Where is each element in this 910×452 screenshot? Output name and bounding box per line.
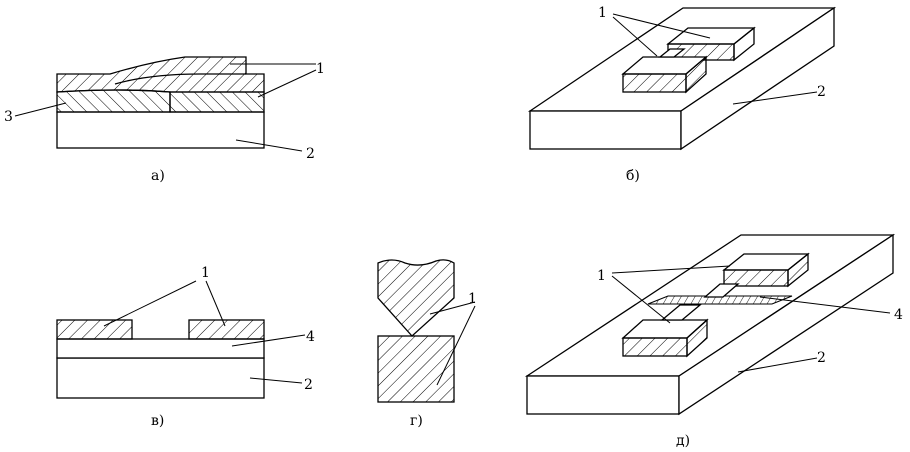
label-2: 2 bbox=[817, 350, 826, 366]
substrate-front bbox=[529, 110, 682, 150]
label-1: 1 bbox=[316, 61, 325, 77]
substrate-front bbox=[526, 375, 680, 415]
label-1: 1 bbox=[597, 268, 606, 284]
panel-a: 1 3 2 а) bbox=[4, 56, 325, 184]
panel-v: 1 4 2 в) bbox=[56, 265, 315, 429]
label-4: 4 bbox=[894, 307, 903, 323]
panel-b: 1 2 б) bbox=[527, 5, 837, 184]
substrate-2 bbox=[56, 111, 265, 149]
film-1-left bbox=[56, 319, 133, 340]
substrate-side bbox=[680, 6, 835, 151]
film-1-top bbox=[56, 56, 265, 93]
layer-4 bbox=[56, 338, 265, 359]
label-1: 1 bbox=[598, 5, 607, 21]
film-1-right bbox=[188, 319, 265, 340]
film-1-right-bottom bbox=[169, 91, 265, 113]
label-1: 1 bbox=[201, 265, 210, 281]
upper-electrode bbox=[377, 259, 455, 337]
label-3: 3 bbox=[4, 109, 13, 125]
lower-electrode bbox=[377, 335, 455, 403]
caption-v: в) bbox=[151, 413, 164, 429]
layer-4 bbox=[647, 295, 793, 305]
label-4: 4 bbox=[306, 329, 315, 345]
label-1: 1 bbox=[468, 291, 477, 307]
caption-g: г) bbox=[410, 413, 423, 429]
panel-d: 1 4 2 д) bbox=[524, 233, 903, 449]
panel-g: 1 г) bbox=[377, 259, 477, 429]
substrate-2 bbox=[56, 357, 265, 399]
label-2: 2 bbox=[817, 84, 826, 100]
caption-b: б) bbox=[626, 168, 640, 184]
label-2: 2 bbox=[306, 146, 315, 162]
caption-d: д) bbox=[676, 433, 690, 449]
layer-3-left bbox=[56, 89, 171, 113]
label-2: 2 bbox=[304, 377, 313, 393]
substrate-side bbox=[678, 233, 894, 416]
caption-a: а) bbox=[151, 168, 165, 184]
